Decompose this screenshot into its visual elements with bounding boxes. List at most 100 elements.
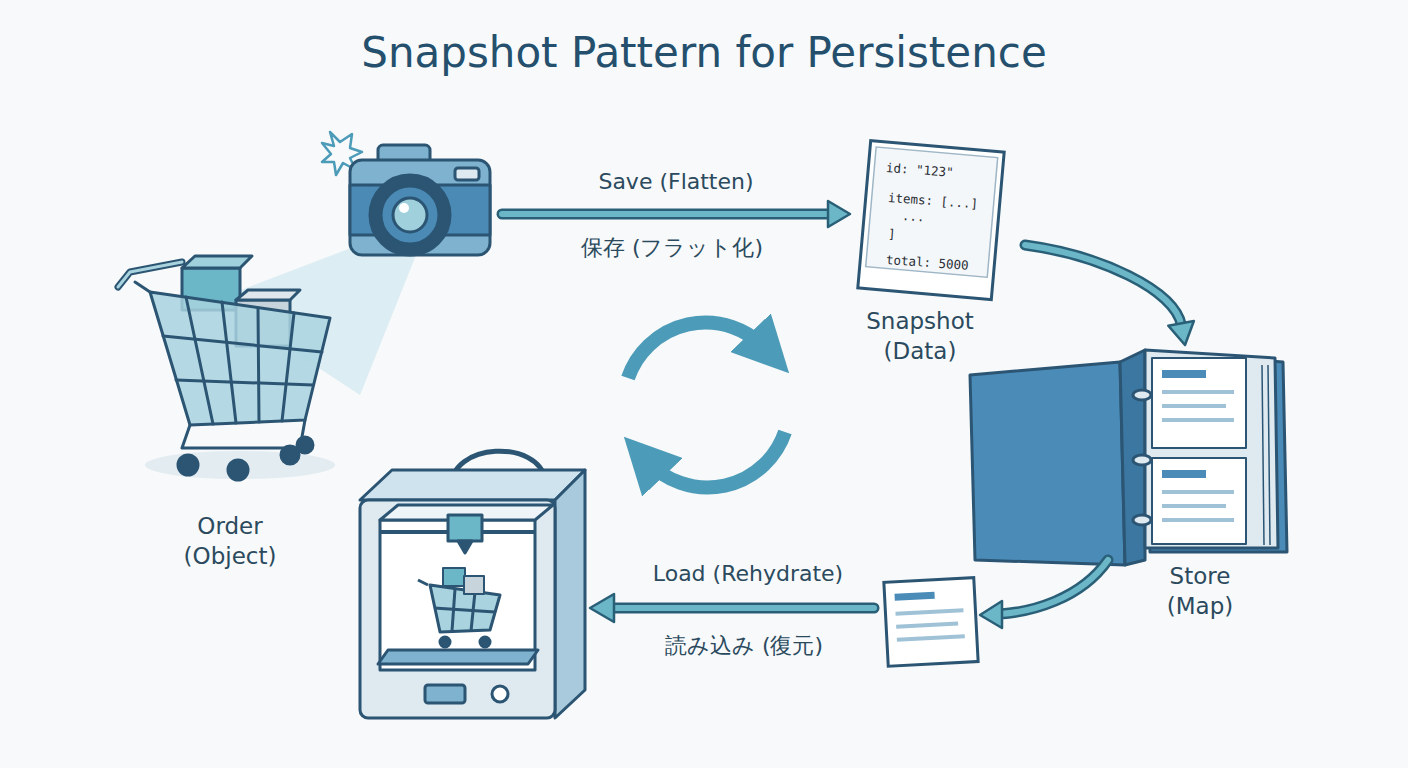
load-arrow-part [612,605,874,611]
cart-illustration-part [178,455,198,475]
order-object-node: Order (Object) [110,140,502,590]
connector-arrow [1025,245,1194,345]
code-line: ] [887,226,896,243]
binder-illustration-part [1268,365,1270,545]
camera-illustration-part [399,203,409,213]
printer-illustration-part [555,470,585,718]
cycle-arrows [628,323,785,488]
binder-illustration-part [1162,390,1234,394]
store-map-node: Store (Map) [965,345,1295,630]
node-caption: Snapshot (Data) [866,307,974,367]
cart-illustration-part [176,380,313,385]
printer-illustration-part [418,580,428,585]
cart-illustration-part [282,313,294,421]
printer-illustration-part [380,520,535,670]
snapshot-paper-part [858,141,1004,300]
camera-illustration-part [350,160,490,255]
printer-illustration-part [360,470,585,500]
connector-line [1025,245,1181,325]
camera-illustration-part [370,175,450,255]
binder-illustration-part [1262,365,1264,545]
printer-illustration-part [440,637,450,647]
printer-illustration [360,451,585,718]
connector-outline [1025,245,1181,325]
printer-illustration-part [443,568,465,586]
cart-illustration-part [236,290,300,300]
load-arrow-part [590,594,614,622]
binder-illustration-part [1162,370,1206,378]
cart-illustration-part [135,282,150,292]
connector-line [502,211,830,217]
printer-illustration-part [480,637,490,647]
connector-outline [502,209,830,220]
cart-illustration-part [228,460,248,480]
printer-illustration-part [464,576,484,594]
binder-illustration-part [1133,390,1151,400]
load-arrow [590,594,874,622]
code-line: items: [...] [887,190,978,213]
diagram-title: Snapshot Pattern for Persistence [0,28,1408,77]
edge-label: Load (Rehydrate) [653,560,843,589]
loaded-snapshot-card-part [884,578,978,667]
camera-illustration-part [393,198,427,232]
printer-illustration-part [492,686,508,702]
loaded-snapshot-card [884,578,978,667]
cart-illustration-part [182,420,305,448]
binder-illustration-part [1162,490,1234,494]
node-caption: Order (Object) [184,512,277,572]
printer-illustration-part [425,685,465,703]
retrieve-arrow-part [980,601,1002,628]
cart-illustration-part [118,262,182,287]
cart-illustration-part [222,302,236,423]
cycle-arrows-part [628,323,765,378]
node-caption: Store (Map) [1167,562,1233,622]
printer-illustration-part [378,650,538,664]
japanese-edge-label: 保存 (フラット化) [581,234,763,263]
code-line: ... [901,208,925,226]
binder-illustration-part [1162,518,1234,522]
binder-illustration-part [1162,470,1206,478]
snapshot-data-node: id: "123" items: [...]...] total: 5000Snap… [850,135,1025,375]
arrow-head [1168,321,1194,345]
cart-illustration [118,256,335,480]
snapshot-paper [858,141,1004,300]
binder-illustration-part [1145,350,1278,548]
cart-illustration-part [150,292,330,425]
load-arrow-part [612,603,874,614]
loaded-snapshot-card-part [897,636,965,640]
retrieve-arrow-part [1000,560,1108,614]
camera-illustration [322,132,490,255]
binder-illustration [970,350,1287,565]
binder-illustration-part [1152,458,1246,544]
connector-arrow [502,201,850,227]
camera-illustration-part [381,186,439,244]
binder-illustration-part [1133,455,1151,465]
code-line: id: "123" [885,160,954,181]
edge-label: Save (Flatten) [598,168,753,197]
printer-illustration-part [448,515,482,541]
binder-illustration-part [1162,418,1234,422]
binder-illustration-part [1162,404,1226,408]
cart-illustration-part [163,336,322,352]
snapshot-paper-part [866,147,998,277]
cart-illustration-part [182,256,252,268]
cycle-arrows-part [648,432,785,487]
printer-illustration-part [458,541,472,553]
loaded-snapshot-card-part [894,592,934,601]
retrieve-arrow-part [1000,560,1108,614]
japanese-edge-label: 読み込み (復元) [665,632,823,661]
cart-illustration-part [118,262,182,287]
printer-illustration-part [434,608,495,612]
binder-illustration-part [1162,504,1226,508]
loaded-snapshot-card-part [896,610,964,614]
binder-illustration-part [1133,515,1151,525]
cart-illustration-part [258,308,259,422]
printer-illustration-part [360,500,555,718]
cart-illustration-part [297,437,313,453]
cart-illustration-part [186,297,213,424]
code-line: total: 5000 [885,252,969,274]
cart-illustration-part [145,451,335,479]
binder-illustration-part [1152,358,1246,448]
loaded-snapshot-card-part [896,624,958,627]
